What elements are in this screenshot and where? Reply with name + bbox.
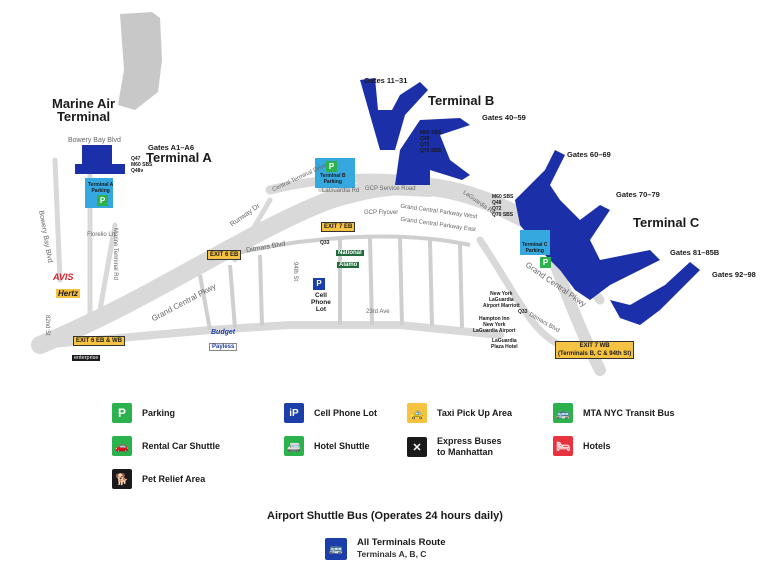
terminal-c-parking-label: Terminal C Parking bbox=[522, 242, 548, 254]
road-bowery-bay: Bowery Bay Blvd bbox=[68, 137, 121, 144]
terminal-c-parking bbox=[520, 230, 550, 255]
exit-7-wb: EXIT 7 WB (Terminals B, C & 94th St) bbox=[555, 341, 635, 359]
hotel-shuttle-icon: 🚐 bbox=[284, 436, 304, 456]
gates-a1-a6-label: Gates A1–A6 bbox=[148, 143, 194, 152]
hotel-marriott-label: New York LaGuardia Airport Marriott bbox=[483, 291, 520, 309]
gates-11-31-label: Gates 11–31 bbox=[364, 76, 408, 85]
marine-air-terminal-label: Marine Air Terminal bbox=[52, 96, 116, 124]
terminal-b-parking-label: Terminal B Parking bbox=[320, 173, 346, 185]
road-94th: 94th St bbox=[292, 262, 298, 282]
runway-area bbox=[118, 12, 162, 110]
parking-lot-grid bbox=[198, 234, 471, 331]
shuttle-title: Airport Shuttle Bus (Operates 24 hours d… bbox=[267, 510, 503, 522]
parking-icon-b: P bbox=[326, 161, 337, 172]
terminal-b-concourse-west bbox=[360, 78, 428, 150]
airport-map: Marine Air Terminal Terminal A Terminal … bbox=[31, 12, 756, 376]
gates-92-98-label: Gates 92–98 bbox=[712, 270, 756, 279]
avis-label: AVIS bbox=[53, 272, 74, 282]
legend-hotel-shuttle: 🚐 Hotel Shuttle bbox=[284, 436, 370, 456]
gates-70-79-label: Gates 70–79 bbox=[616, 190, 660, 199]
legend-cell-phone-lot: iP Cell Phone Lot bbox=[284, 403, 377, 423]
terminal-c-gates-east bbox=[610, 262, 700, 325]
parking-icon-c: P bbox=[540, 257, 551, 268]
legend-transit-bus: 🚌 MTA NYC Transit Bus bbox=[553, 403, 675, 423]
legend-rental-car-shuttle: 🚗 Rental Car Shuttle bbox=[112, 436, 220, 456]
road-23rd: 23rd Ave bbox=[366, 309, 390, 315]
rental-car-shuttle-icon: 🚗 bbox=[112, 436, 132, 456]
parking-icon: P bbox=[112, 403, 132, 423]
road-gcp-flyover: GCP Flyover bbox=[364, 210, 399, 216]
exit-6-eb: EXIT 6 EB bbox=[207, 250, 242, 260]
gates-81-85b-label: Gates 81–85B bbox=[670, 248, 720, 257]
national-label: National bbox=[336, 250, 364, 256]
shuttle-route: 🚌 All Terminals Route Terminals A, B, C bbox=[325, 537, 446, 560]
legend-express-bus: ✕ Express Buses to Manhattan bbox=[407, 436, 502, 458]
hotel-plaza-label: LaGuardia Plaza Hotel bbox=[491, 338, 518, 350]
road-laguardia: LaGuardia Rd bbox=[322, 188, 360, 194]
exit-7-eb: EXIT 7 EB bbox=[321, 222, 356, 232]
q33-label: Q33 bbox=[320, 240, 330, 246]
legend-parking: P Parking bbox=[112, 403, 175, 423]
shuttle-route-sub: Terminals A, B, C bbox=[357, 549, 427, 559]
shuttle-route-title: All Terminals Route bbox=[357, 537, 446, 548]
hotel-hampton-label: Hampton Inn New York LaGuardia Airport bbox=[473, 316, 516, 334]
gates-40-59-label: Gates 40–59 bbox=[482, 113, 526, 122]
terminal-a-parking-label: Terminal A Parking bbox=[88, 182, 114, 194]
terminal-a-label: Terminal A bbox=[146, 150, 212, 165]
payless-label: Payless bbox=[209, 343, 238, 351]
alamo-label: Alamo bbox=[337, 262, 360, 268]
cell-phone-lot-label: Cell Phone Lot bbox=[311, 292, 331, 313]
gates-60-69-label: Gates 60–69 bbox=[567, 150, 611, 159]
taxi-icon: 🚕 bbox=[407, 403, 427, 423]
cell-phone-lot-icon: P bbox=[313, 278, 325, 290]
terminal-c-main bbox=[515, 150, 660, 300]
terminal-b-concourse-east bbox=[395, 118, 470, 185]
transit-bus-icon: 🚌 bbox=[553, 403, 573, 423]
terminal-a-building bbox=[82, 145, 112, 165]
parking-icon-a: P bbox=[97, 195, 108, 206]
pet-relief-icon: 🐕 bbox=[112, 469, 132, 489]
express-bus-icon: ✕ bbox=[407, 437, 427, 457]
hotel-icon: 🛏 bbox=[553, 436, 573, 456]
cell-phone-lot-icon: iP bbox=[284, 403, 304, 423]
legend-pet-relief: 🐕 Pet Relief Area bbox=[112, 469, 205, 489]
terminal-a-strip bbox=[75, 164, 125, 174]
exit-6-eb-wb: EXIT 6 EB & WB bbox=[73, 336, 126, 346]
road-florelio: Florelio Ln bbox=[87, 232, 116, 238]
enterprise-label: enterprise bbox=[72, 355, 101, 361]
terminal-c-label: Terminal C bbox=[633, 215, 700, 230]
road-gcp-service: GCP Service Road bbox=[365, 186, 416, 192]
terminal-b-label: Terminal B bbox=[428, 93, 495, 108]
road-82nd: 82nd St bbox=[44, 315, 50, 336]
legend-hotels: 🛏 Hotels bbox=[553, 436, 611, 456]
budget-label: Budget bbox=[211, 329, 236, 336]
hertz-label: Hertz bbox=[56, 289, 81, 298]
shuttle-bus-icon: 🚌 bbox=[325, 537, 347, 560]
q33-label-c: Q33 bbox=[518, 309, 528, 315]
legend-taxi: 🚕 Taxi Pick Up Area bbox=[407, 403, 512, 423]
